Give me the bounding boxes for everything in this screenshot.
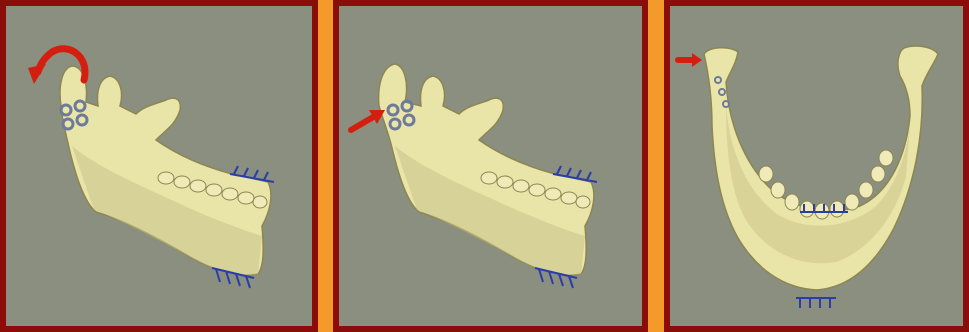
constraint-marker-lower bbox=[796, 298, 836, 308]
mandible-panel-frontal bbox=[664, 0, 969, 332]
mandible-lateral-view bbox=[6, 6, 312, 326]
mandible-panel-translation bbox=[333, 0, 648, 332]
mandible-frontal-view bbox=[670, 6, 963, 326]
rotation-arrow-head-icon bbox=[28, 64, 46, 84]
push-arrow-icon bbox=[351, 116, 375, 130]
push-arrow-head-icon bbox=[692, 53, 702, 67]
mandible-lateral-view bbox=[339, 6, 642, 326]
mandible-panel-rotation bbox=[0, 0, 318, 332]
